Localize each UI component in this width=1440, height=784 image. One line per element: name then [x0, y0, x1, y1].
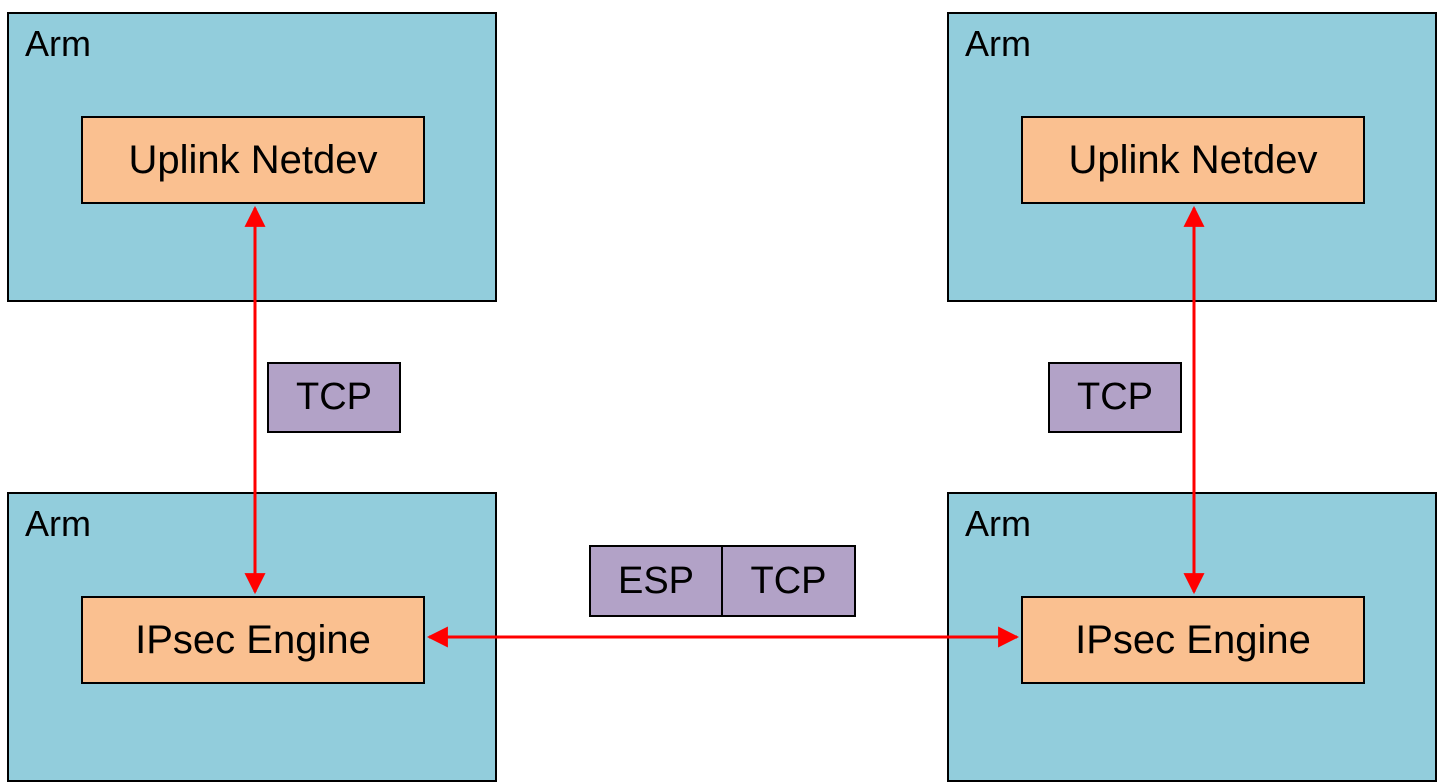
left-bottom-arm-label: Arm: [25, 503, 91, 544]
left-top-arm-label: Arm: [25, 23, 91, 64]
left-ipsec-engine: IPsec Engine: [81, 596, 425, 684]
right-uplink-netdev: Uplink Netdev: [1021, 116, 1365, 204]
right-bottom-arm-label: Arm: [965, 503, 1031, 544]
right-tcp-label: TCP: [1048, 362, 1182, 433]
left-tcp-label: TCP: [267, 362, 401, 433]
tunnel-tcp-label: TCP: [723, 545, 856, 617]
tunnel-esp-label: ESP: [589, 545, 723, 617]
tunnel-protocol-stack: ESP TCP: [589, 545, 856, 617]
right-ipsec-engine: IPsec Engine: [1021, 596, 1365, 684]
left-uplink-netdev: Uplink Netdev: [81, 116, 425, 204]
right-top-arm-label: Arm: [965, 23, 1031, 64]
